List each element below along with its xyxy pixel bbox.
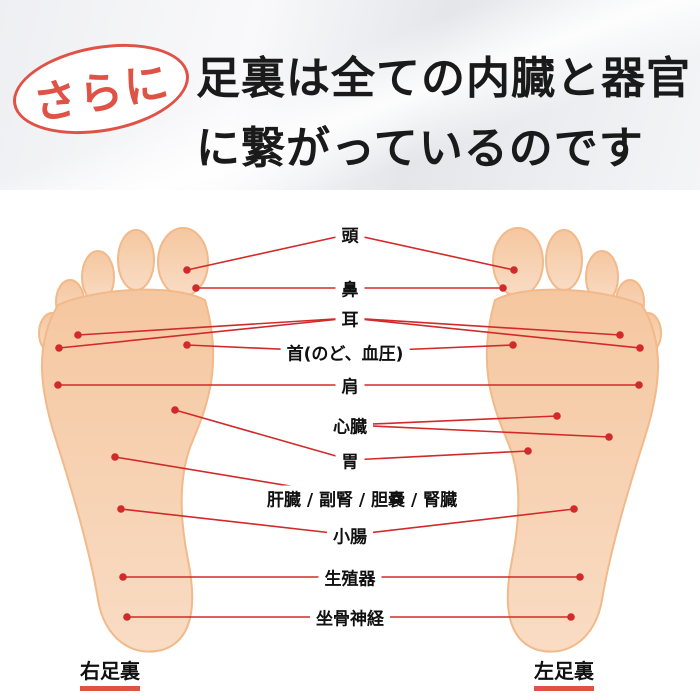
reflex-points bbox=[54, 266, 644, 621]
label-head: 頭 bbox=[335, 221, 365, 247]
dot-head-right bbox=[183, 266, 191, 274]
label-stomach: 胃 bbox=[335, 447, 365, 473]
right-foot-sole bbox=[40, 288, 215, 653]
left-foot bbox=[485, 227, 662, 653]
right-foot-caption: 右足裏 bbox=[80, 655, 140, 691]
line-heart-1 bbox=[349, 415, 558, 426]
dot-nose-right bbox=[192, 284, 200, 292]
line-stomach-right bbox=[174, 409, 351, 461]
header-banner bbox=[0, 0, 700, 190]
label-shoulder: 肩 bbox=[335, 372, 365, 398]
label-reproductive: 生殖器 bbox=[318, 564, 382, 590]
line-heart-2 bbox=[349, 424, 610, 438]
line-ear-right-2 bbox=[58, 317, 351, 349]
label-organs: 肝臓 / 副腎 / 胆嚢 / 腎臓 bbox=[260, 485, 464, 511]
left-foot-toe-2 bbox=[545, 229, 583, 291]
left-foot-caption: 左足裏 bbox=[534, 655, 594, 691]
label-neck: 首(のど、血圧) bbox=[280, 339, 410, 365]
dot-small-intestine-left bbox=[570, 505, 578, 513]
headline-line-2: に繋がっているのです bbox=[196, 123, 644, 174]
line-ear-left-2 bbox=[349, 317, 641, 349]
label-ear: 耳 bbox=[335, 305, 365, 331]
dot-reproductive-left bbox=[576, 573, 584, 581]
dot-small-intestine-right bbox=[117, 505, 125, 513]
connector-lines bbox=[58, 233, 641, 618]
dot-shoulder-left bbox=[635, 381, 643, 389]
dot-ear-right-1 bbox=[74, 331, 82, 339]
dot-neck-right bbox=[183, 341, 191, 349]
label-nose: 鼻 bbox=[335, 275, 365, 301]
label-heart: 心臓 bbox=[327, 412, 373, 438]
dot-heart-2 bbox=[605, 433, 613, 441]
foot-diagram bbox=[38, 227, 662, 653]
left-foot-sole bbox=[485, 288, 660, 653]
label-small-intestine: 小腸 bbox=[327, 522, 373, 548]
dot-heart-1 bbox=[553, 412, 561, 420]
dot-nose-left bbox=[499, 284, 507, 292]
dot-ear-left-1 bbox=[616, 331, 624, 339]
line-stomach-left bbox=[349, 450, 529, 461]
dot-organs bbox=[111, 453, 119, 461]
dot-sciatic-right bbox=[123, 613, 131, 621]
label-sciatic: 坐骨神経 bbox=[310, 604, 390, 630]
dot-neck-left bbox=[509, 341, 517, 349]
dot-ear-left-2 bbox=[636, 344, 644, 352]
line-small-intestine-left bbox=[349, 508, 575, 536]
dot-stomach-left bbox=[524, 447, 532, 455]
line-ear-left-1 bbox=[349, 317, 621, 336]
line-small-intestine-right bbox=[120, 508, 351, 536]
dot-shoulder-right bbox=[54, 381, 62, 389]
dot-sciatic-left bbox=[567, 613, 575, 621]
right-foot-big-toe bbox=[157, 227, 209, 297]
dot-stomach-right bbox=[171, 406, 179, 414]
dot-head-left bbox=[510, 266, 518, 274]
line-head-right bbox=[186, 233, 351, 271]
right-foot-toe-2 bbox=[117, 229, 155, 291]
dot-ear-right-2 bbox=[55, 344, 63, 352]
headline-line-1: 足裏は全ての内臓と器官 bbox=[196, 53, 691, 104]
dot-reproductive-right bbox=[119, 573, 127, 581]
line-ear-right-1 bbox=[77, 317, 351, 336]
line-head-left bbox=[349, 233, 515, 271]
right-foot bbox=[38, 227, 215, 653]
